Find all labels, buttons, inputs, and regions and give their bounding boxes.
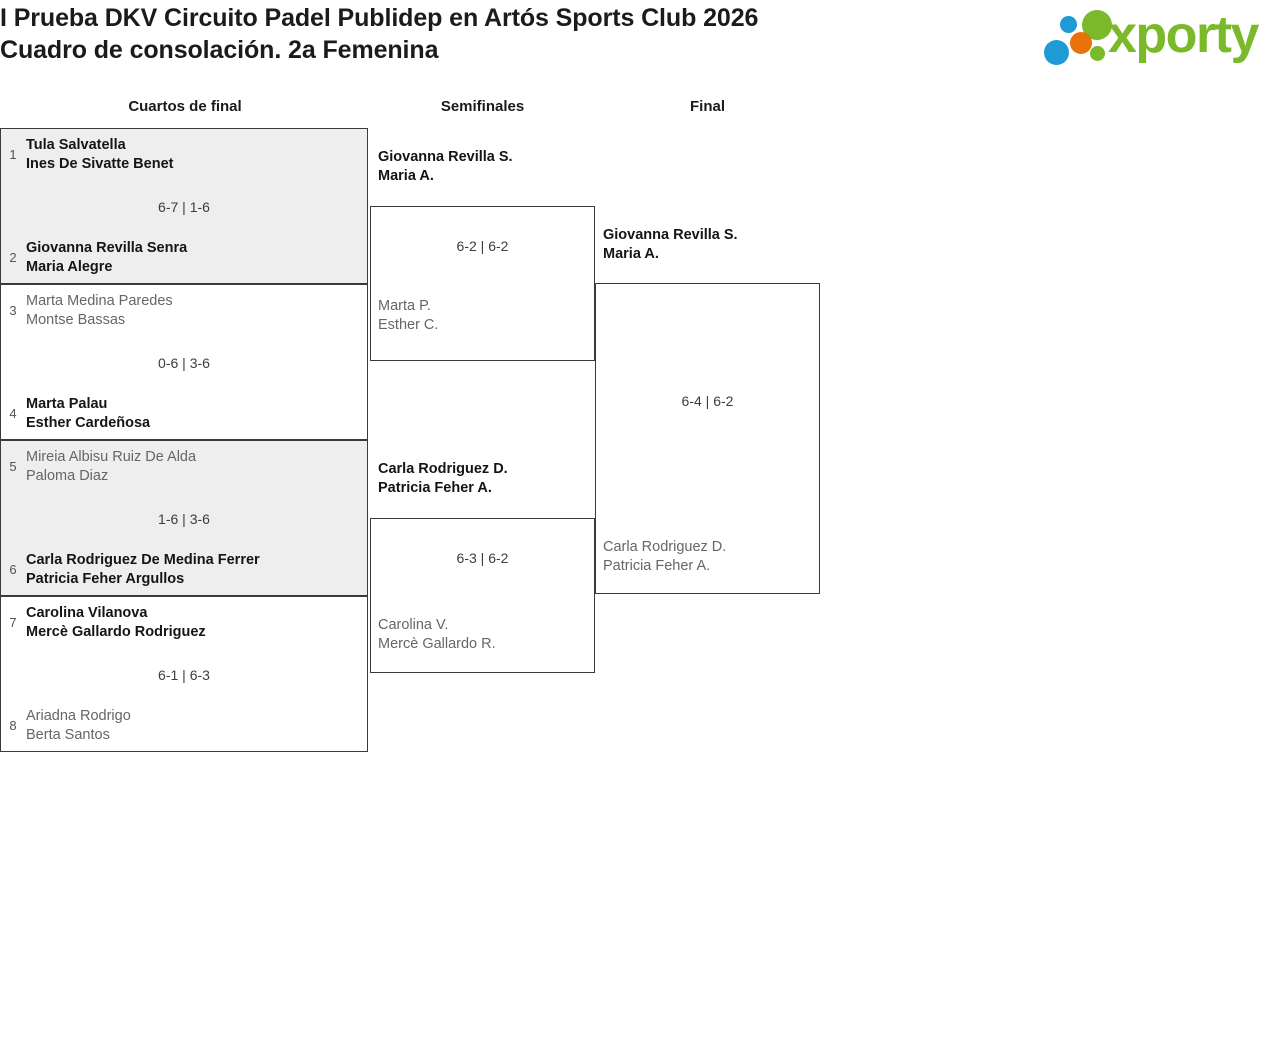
team-slot-seed-4[interactable]: 4 Marta Palau Esther Cardeñosa — [1, 394, 367, 434]
player-name-2: Ines De Sivatte Benet — [26, 155, 174, 172]
seed-number: 6 — [9, 562, 17, 577]
player-name-1: Marta Medina Paredes — [26, 293, 173, 309]
player-name-1: Tula Salvatella — [26, 137, 126, 153]
team-names: Mireia Albisu Ruiz De Alda Paloma Diaz — [26, 448, 361, 485]
team-names: Giovanna Revilla Senra Maria Alegre — [26, 239, 361, 276]
round-header-quarterfinals: Cuartos de final — [128, 98, 242, 115]
match-final[interactable]: 6-4 | 6-2 — [595, 283, 820, 594]
page-title: I Prueba DKV Circuito Padel Publidep en … — [0, 2, 900, 66]
player-name-2: Patricia Feher Argullos — [26, 570, 185, 587]
player-name-2: Maria A. — [603, 245, 659, 262]
seed-number: 4 — [9, 406, 17, 421]
seed-number: 2 — [9, 250, 17, 265]
team-slot-seed-3[interactable]: 3 Marta Medina Paredes Montse Bassas — [1, 291, 367, 331]
semifinal-2-loser-label[interactable]: Carolina V. Mercè Gallardo R. — [370, 616, 595, 653]
player-name-2: Mercè Gallardo Rodriguez — [26, 623, 206, 640]
match-score: 1-6 | 3-6 — [158, 511, 210, 527]
player-name-2: Montse Bassas — [26, 311, 126, 328]
team-slot-seed-5[interactable]: 5 Mireia Albisu Ruiz De Alda Paloma Diaz — [1, 447, 367, 487]
seed-number: 7 — [9, 615, 17, 630]
match-score: 6-1 | 6-3 — [158, 667, 210, 683]
player-name-2: Patricia Feher A. — [603, 557, 711, 574]
final-loser-label[interactable]: Carla Rodriguez D. Patricia Feher A. — [595, 538, 820, 575]
player-name-2: Esther Cardeñosa — [26, 414, 151, 431]
match-quarterfinal-4[interactable]: 7 Carolina Vilanova Mercè Gallardo Rodri… — [0, 596, 368, 752]
player-name-1: Carla Rodriguez D. — [378, 461, 508, 477]
final-winner-label[interactable]: Giovanna Revilla S. Maria A. — [595, 226, 820, 263]
seed-number: 8 — [9, 718, 17, 733]
logo-dot-blue-large-icon — [1044, 40, 1069, 65]
semifinal-1-loser-label[interactable]: Marta P. Esther C. — [370, 297, 595, 334]
logo-dot-orange-icon — [1070, 32, 1092, 54]
player-name-1: Giovanna Revilla S. — [603, 227, 738, 243]
player-name-2: Berta Santos — [26, 726, 110, 743]
team-names: Marta Medina Paredes Montse Bassas — [26, 292, 361, 329]
player-name-1: Carla Rodriguez De Medina Ferrer — [26, 552, 260, 568]
player-name-2: Patricia Feher A. — [378, 479, 492, 496]
round-header-semifinals: Semifinales — [440, 98, 525, 115]
logo-dot-blue-small-icon — [1060, 16, 1077, 33]
logo-dots-icon — [1042, 8, 1112, 66]
match-semifinal-2[interactable]: 6-3 | 6-2 — [370, 518, 595, 673]
semifinal-1-winner-label[interactable]: Giovanna Revilla S. Maria A. — [370, 148, 595, 185]
match-quarterfinal-3[interactable]: 5 Mireia Albisu Ruiz De Alda Paloma Diaz… — [0, 440, 368, 596]
page-header: I Prueba DKV Circuito Padel Publidep en … — [0, 0, 1280, 90]
match-quarterfinal-2[interactable]: 3 Marta Medina Paredes Montse Bassas 0-6… — [0, 284, 368, 440]
player-name-2: Maria Alegre — [26, 258, 113, 275]
player-name-1: Giovanna Revilla Senra — [26, 240, 188, 256]
team-slot-seed-8[interactable]: 8 Ariadna Rodrigo Berta Santos — [1, 706, 367, 746]
xporty-logo[interactable]: xporty — [1042, 6, 1278, 68]
match-score: 6-2 | 6-2 — [456, 238, 509, 254]
player-name-1: Ariadna Rodrigo — [26, 708, 131, 724]
player-name-2: Maria A. — [378, 167, 434, 184]
match-quarterfinal-1[interactable]: 1 Tula Salvatella Ines De Sivatte Benet … — [0, 128, 368, 284]
player-name-2: Esther C. — [378, 316, 439, 333]
player-name-1: Mireia Albisu Ruiz De Alda — [26, 449, 197, 465]
player-name-1: Carla Rodriguez D. — [603, 539, 727, 555]
team-slot-seed-7[interactable]: 7 Carolina Vilanova Mercè Gallardo Rodri… — [1, 603, 367, 643]
semifinal-2-winner-label[interactable]: Carla Rodriguez D. Patricia Feher A. — [370, 460, 595, 497]
team-names: Carolina Vilanova Mercè Gallardo Rodrigu… — [26, 604, 361, 641]
team-names: Ariadna Rodrigo Berta Santos — [26, 707, 361, 744]
player-name-1: Carolina Vilanova — [26, 605, 148, 621]
match-score: 6-4 | 6-2 — [681, 393, 734, 409]
logo-wordmark: xporty — [1108, 6, 1259, 64]
player-name-2: Paloma Diaz — [26, 467, 109, 484]
player-name-1: Giovanna Revilla S. — [378, 149, 513, 165]
player-name-1: Marta P. — [378, 298, 431, 314]
tournament-title-line-1: I Prueba DKV Circuito Padel Publidep en … — [0, 4, 759, 32]
match-score: 6-3 | 6-2 — [456, 550, 509, 566]
seed-number: 3 — [9, 303, 17, 318]
tournament-subtitle-line-2: Cuadro de consolación. 2a Femenina — [0, 36, 439, 64]
match-semifinal-1[interactable]: 6-2 | 6-2 — [370, 206, 595, 361]
team-slot-seed-6[interactable]: 6 Carla Rodriguez De Medina Ferrer Patri… — [1, 550, 367, 590]
logo-dot-green-small-icon — [1090, 46, 1105, 61]
match-score: 0-6 | 3-6 — [158, 355, 210, 371]
match-score: 6-7 | 1-6 — [158, 199, 210, 215]
player-name-1: Carolina V. — [378, 617, 449, 633]
player-name-2: Mercè Gallardo R. — [378, 635, 496, 652]
seed-number: 1 — [9, 147, 17, 162]
player-name-1: Marta Palau — [26, 396, 108, 412]
team-slot-seed-2[interactable]: 2 Giovanna Revilla Senra Maria Alegre — [1, 238, 367, 278]
team-slot-seed-1[interactable]: 1 Tula Salvatella Ines De Sivatte Benet — [1, 135, 367, 175]
team-names: Carla Rodriguez De Medina Ferrer Patrici… — [26, 551, 361, 588]
team-names: Tula Salvatella Ines De Sivatte Benet — [26, 136, 361, 173]
seed-number: 5 — [9, 459, 17, 474]
team-names: Marta Palau Esther Cardeñosa — [26, 395, 361, 432]
round-header-final: Final — [689, 98, 725, 115]
